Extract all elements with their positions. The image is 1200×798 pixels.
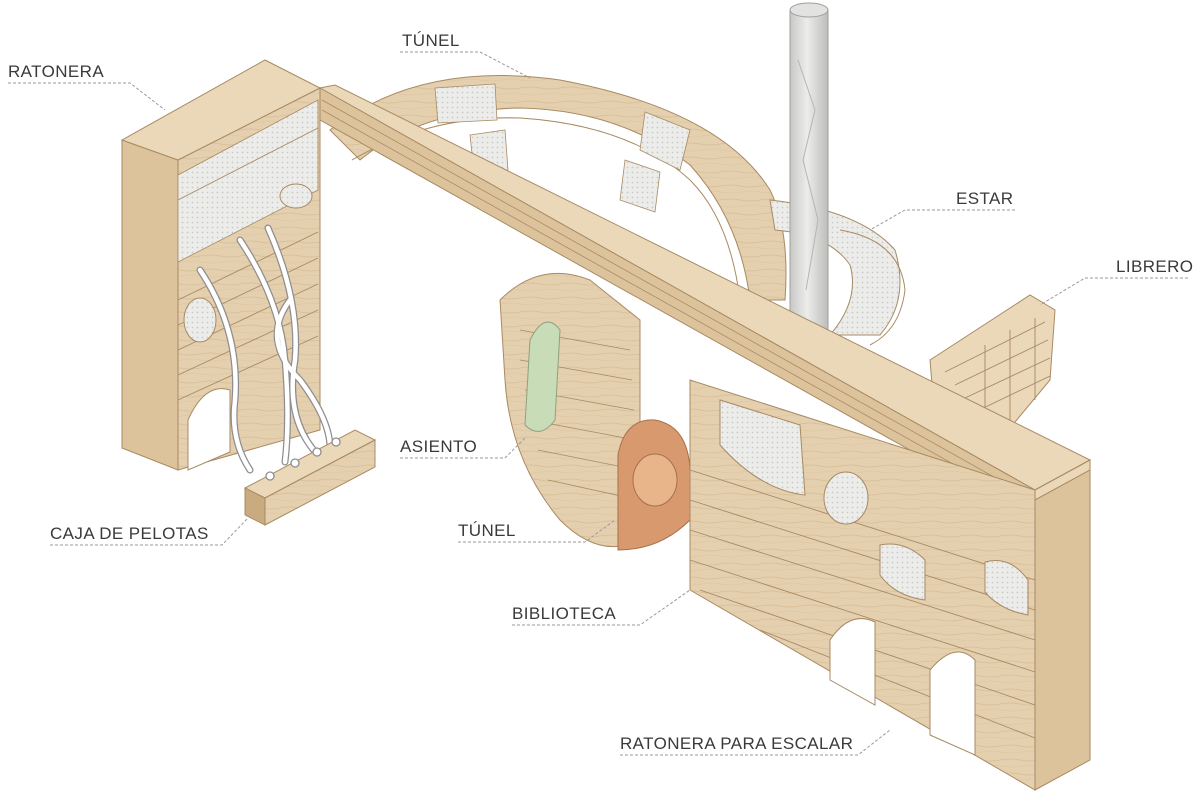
- labels: RATONERA TÚNEL ESTAR LIBRERO ASIENTO CAJ…: [8, 31, 1193, 753]
- wall-round-window: [823, 471, 869, 525]
- label-tunel-mid: TÚNEL: [458, 521, 516, 540]
- wall-mesh-window-2: [879, 543, 926, 601]
- walkway-beam: [318, 84, 1092, 521]
- label-ratonera-escalar: RATONERA PARA ESCALAR: [620, 734, 853, 753]
- biblioteca-core: [499, 272, 691, 551]
- ball-box: [243, 429, 377, 526]
- tower-mesh-panel: [177, 99, 319, 263]
- label-asiento: ASIENTO: [400, 437, 477, 456]
- label-tunel-top: TÚNEL: [402, 31, 460, 50]
- label-estar: ESTAR: [956, 189, 1013, 208]
- wall-arch-1: [829, 618, 876, 706]
- ratonera-tower: [120, 59, 334, 474]
- tunnel-mesh-4: [619, 159, 661, 213]
- support-pole: [789, 2, 829, 331]
- tower-round-window: [279, 183, 313, 209]
- label-ratonera: RATONERA: [8, 62, 104, 81]
- wall-arch-2: [929, 651, 976, 756]
- asiento-seat: [524, 321, 561, 432]
- tower-side-face: [121, 139, 179, 471]
- label-caja-pelotas: CAJA DE PELOTAS: [50, 524, 209, 543]
- label-biblioteca: BIBLIOTECA: [512, 604, 616, 623]
- wall-mesh-window-1: [719, 399, 806, 496]
- tunnel-arc: [329, 75, 787, 301]
- climbing-wall: [689, 379, 1091, 791]
- tunnel-mesh-2: [639, 111, 691, 171]
- tunnel-mesh-1: [434, 83, 498, 124]
- tower-arch-opening: [187, 388, 231, 471]
- tower-oval-opening: [183, 297, 217, 343]
- wall-mesh-window-3: [984, 560, 1029, 616]
- tunnel-door-hole: [632, 453, 678, 507]
- label-librero: LIBRERO: [1116, 257, 1193, 276]
- leader-lines: [8, 51, 1188, 756]
